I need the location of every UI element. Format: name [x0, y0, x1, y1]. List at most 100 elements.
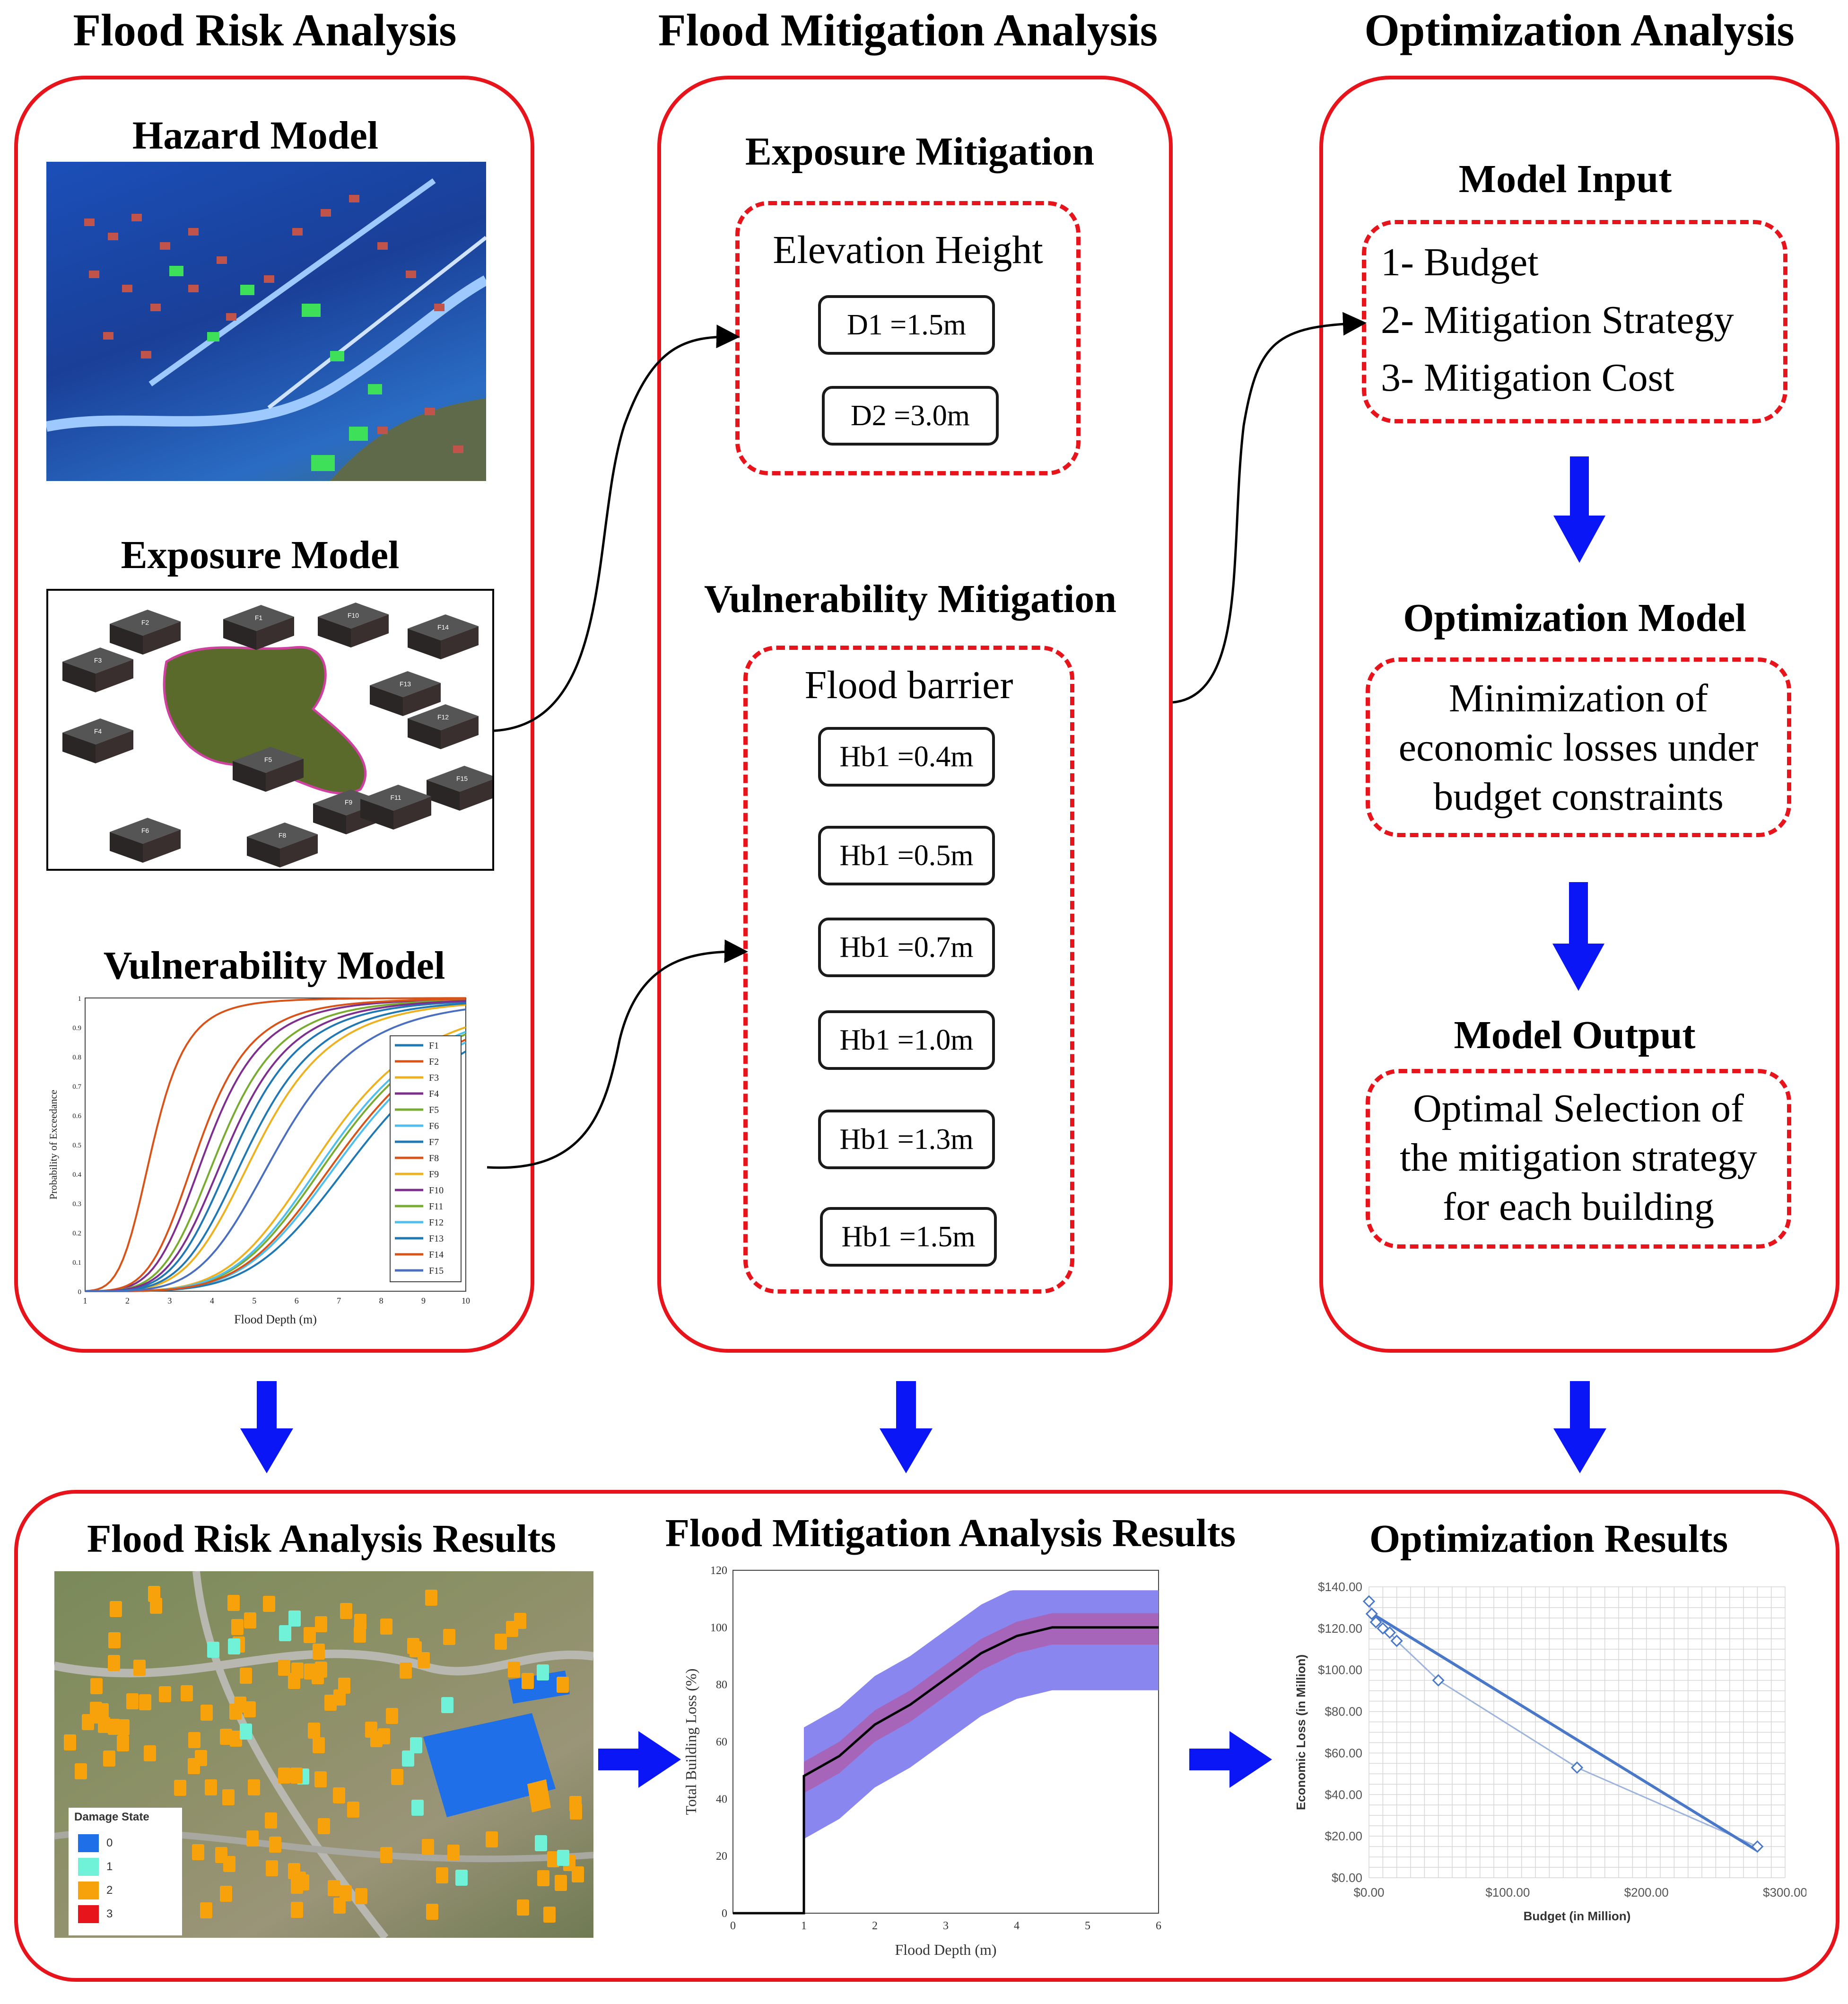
building-wall [441, 626, 479, 659]
barrier-option-3[interactable]: Hb1 =0.7m [818, 918, 995, 977]
house [495, 1634, 507, 1650]
barrier-option-2[interactable]: Hb1 =0.5m [818, 826, 995, 885]
house [174, 1780, 186, 1796]
house [537, 1870, 549, 1886]
barrier-option-4[interactable]: Hb1 =1.0m [818, 1010, 995, 1070]
y-tick-label: 0.7 [72, 1083, 81, 1091]
house [314, 1771, 327, 1787]
building-label: F11 [390, 794, 401, 801]
model-input-item: 1- Budget [1381, 240, 1539, 284]
house [231, 1619, 244, 1635]
y-tick-label: $60.00 [1325, 1746, 1362, 1760]
model-output-title: Model Output [1454, 1013, 1696, 1057]
house [263, 1596, 275, 1612]
y-tick-label: 1 [78, 995, 82, 1003]
x-tick-label: 4 [1014, 1920, 1020, 1932]
y-tick-label: 0.2 [72, 1230, 81, 1237]
y-tick-label: 0.8 [72, 1054, 81, 1061]
house [304, 1627, 316, 1643]
barrier-option-5[interactable]: Hb1 =1.3m [818, 1110, 995, 1169]
house [207, 1642, 219, 1658]
fragility-curve-F2 [85, 997, 466, 1292]
building-label: F13 [400, 680, 411, 688]
house [391, 1769, 403, 1785]
house [347, 1802, 359, 1818]
house [288, 1610, 301, 1627]
building-roof [233, 747, 304, 773]
data-point [1383, 1626, 1396, 1639]
house [188, 1732, 200, 1748]
house [139, 1694, 151, 1710]
building-wall [96, 730, 133, 763]
house [315, 1662, 327, 1678]
y-tick-label: 0.1 [72, 1259, 81, 1267]
house [522, 1673, 534, 1689]
y-tick-label: 40 [716, 1793, 727, 1805]
building-wall [370, 685, 403, 716]
x-tick-label: 10 [462, 1296, 470, 1305]
building-label: F3 [94, 656, 102, 664]
building-label: F5 [264, 756, 272, 763]
mean-loss-line [733, 1626, 1159, 1915]
y-tick-label: 0.9 [72, 1024, 81, 1032]
house [315, 1616, 327, 1632]
legend-entry: F12 [429, 1217, 444, 1228]
optimization-model-line: budget constraints [1433, 775, 1724, 819]
house [126, 1693, 139, 1709]
house [244, 1701, 256, 1717]
house [386, 1708, 398, 1724]
column-header-mitigation: Flood Mitigation Analysis [658, 5, 1158, 55]
y-tick-label: $100.00 [1318, 1663, 1362, 1677]
model-input-list: 1- Budget 2- Mitigation Strategy 3- Miti… [1381, 234, 1734, 407]
x-tick-label: 8 [379, 1296, 384, 1305]
building-roof [408, 704, 479, 730]
legend-swatch [78, 1881, 99, 1899]
model-input-item: 2- Mitigation Strategy [1381, 298, 1734, 342]
house [340, 1603, 352, 1619]
barrier-option-6[interactable]: Hb1 =1.5m [820, 1207, 997, 1267]
house [248, 1779, 260, 1795]
house [228, 1638, 240, 1654]
house [447, 1845, 460, 1861]
house [557, 1850, 569, 1866]
building-shape: F14 [408, 614, 479, 659]
building-roof [370, 671, 441, 697]
y-tick-label: $0.00 [1332, 1871, 1362, 1885]
house [159, 1686, 171, 1702]
house [117, 1735, 129, 1751]
x-axis-label: Flood Depth (m) [234, 1313, 317, 1326]
building-wall [266, 759, 304, 792]
house [324, 1695, 337, 1711]
building-wall [441, 716, 479, 749]
building-roof [247, 823, 318, 849]
data-point [1377, 1622, 1389, 1635]
optimization-panel [1319, 76, 1839, 1353]
flood-barrier-box [743, 646, 1074, 1294]
building-label: F12 [437, 713, 449, 721]
building-roof [408, 614, 479, 640]
legend-entry: F6 [429, 1121, 439, 1131]
column-header-risk: Flood Risk Analysis [73, 5, 457, 55]
x-tick-label: 6 [295, 1296, 299, 1305]
barrier-option-1[interactable]: Hb1 =0.4m [818, 727, 995, 787]
elevation-option-d2[interactable]: D2 =3.0m [822, 386, 999, 446]
house [240, 1724, 252, 1740]
house [144, 1745, 156, 1761]
elevation-option-d1[interactable]: D1 =1.5m [818, 295, 995, 355]
y-tick-label: $20.00 [1325, 1829, 1362, 1843]
building-wall [313, 804, 346, 834]
legend-entry: F13 [429, 1234, 444, 1244]
legend-entry: F9 [429, 1169, 439, 1180]
building-shape: F5 [233, 747, 304, 792]
house [547, 1851, 559, 1867]
house [441, 1697, 453, 1713]
house [570, 1803, 582, 1820]
blue-building [423, 1713, 556, 1817]
house [291, 1902, 303, 1918]
building-wall [360, 799, 393, 830]
building-shape: F8 [247, 823, 318, 867]
building-label: F6 [141, 827, 149, 834]
